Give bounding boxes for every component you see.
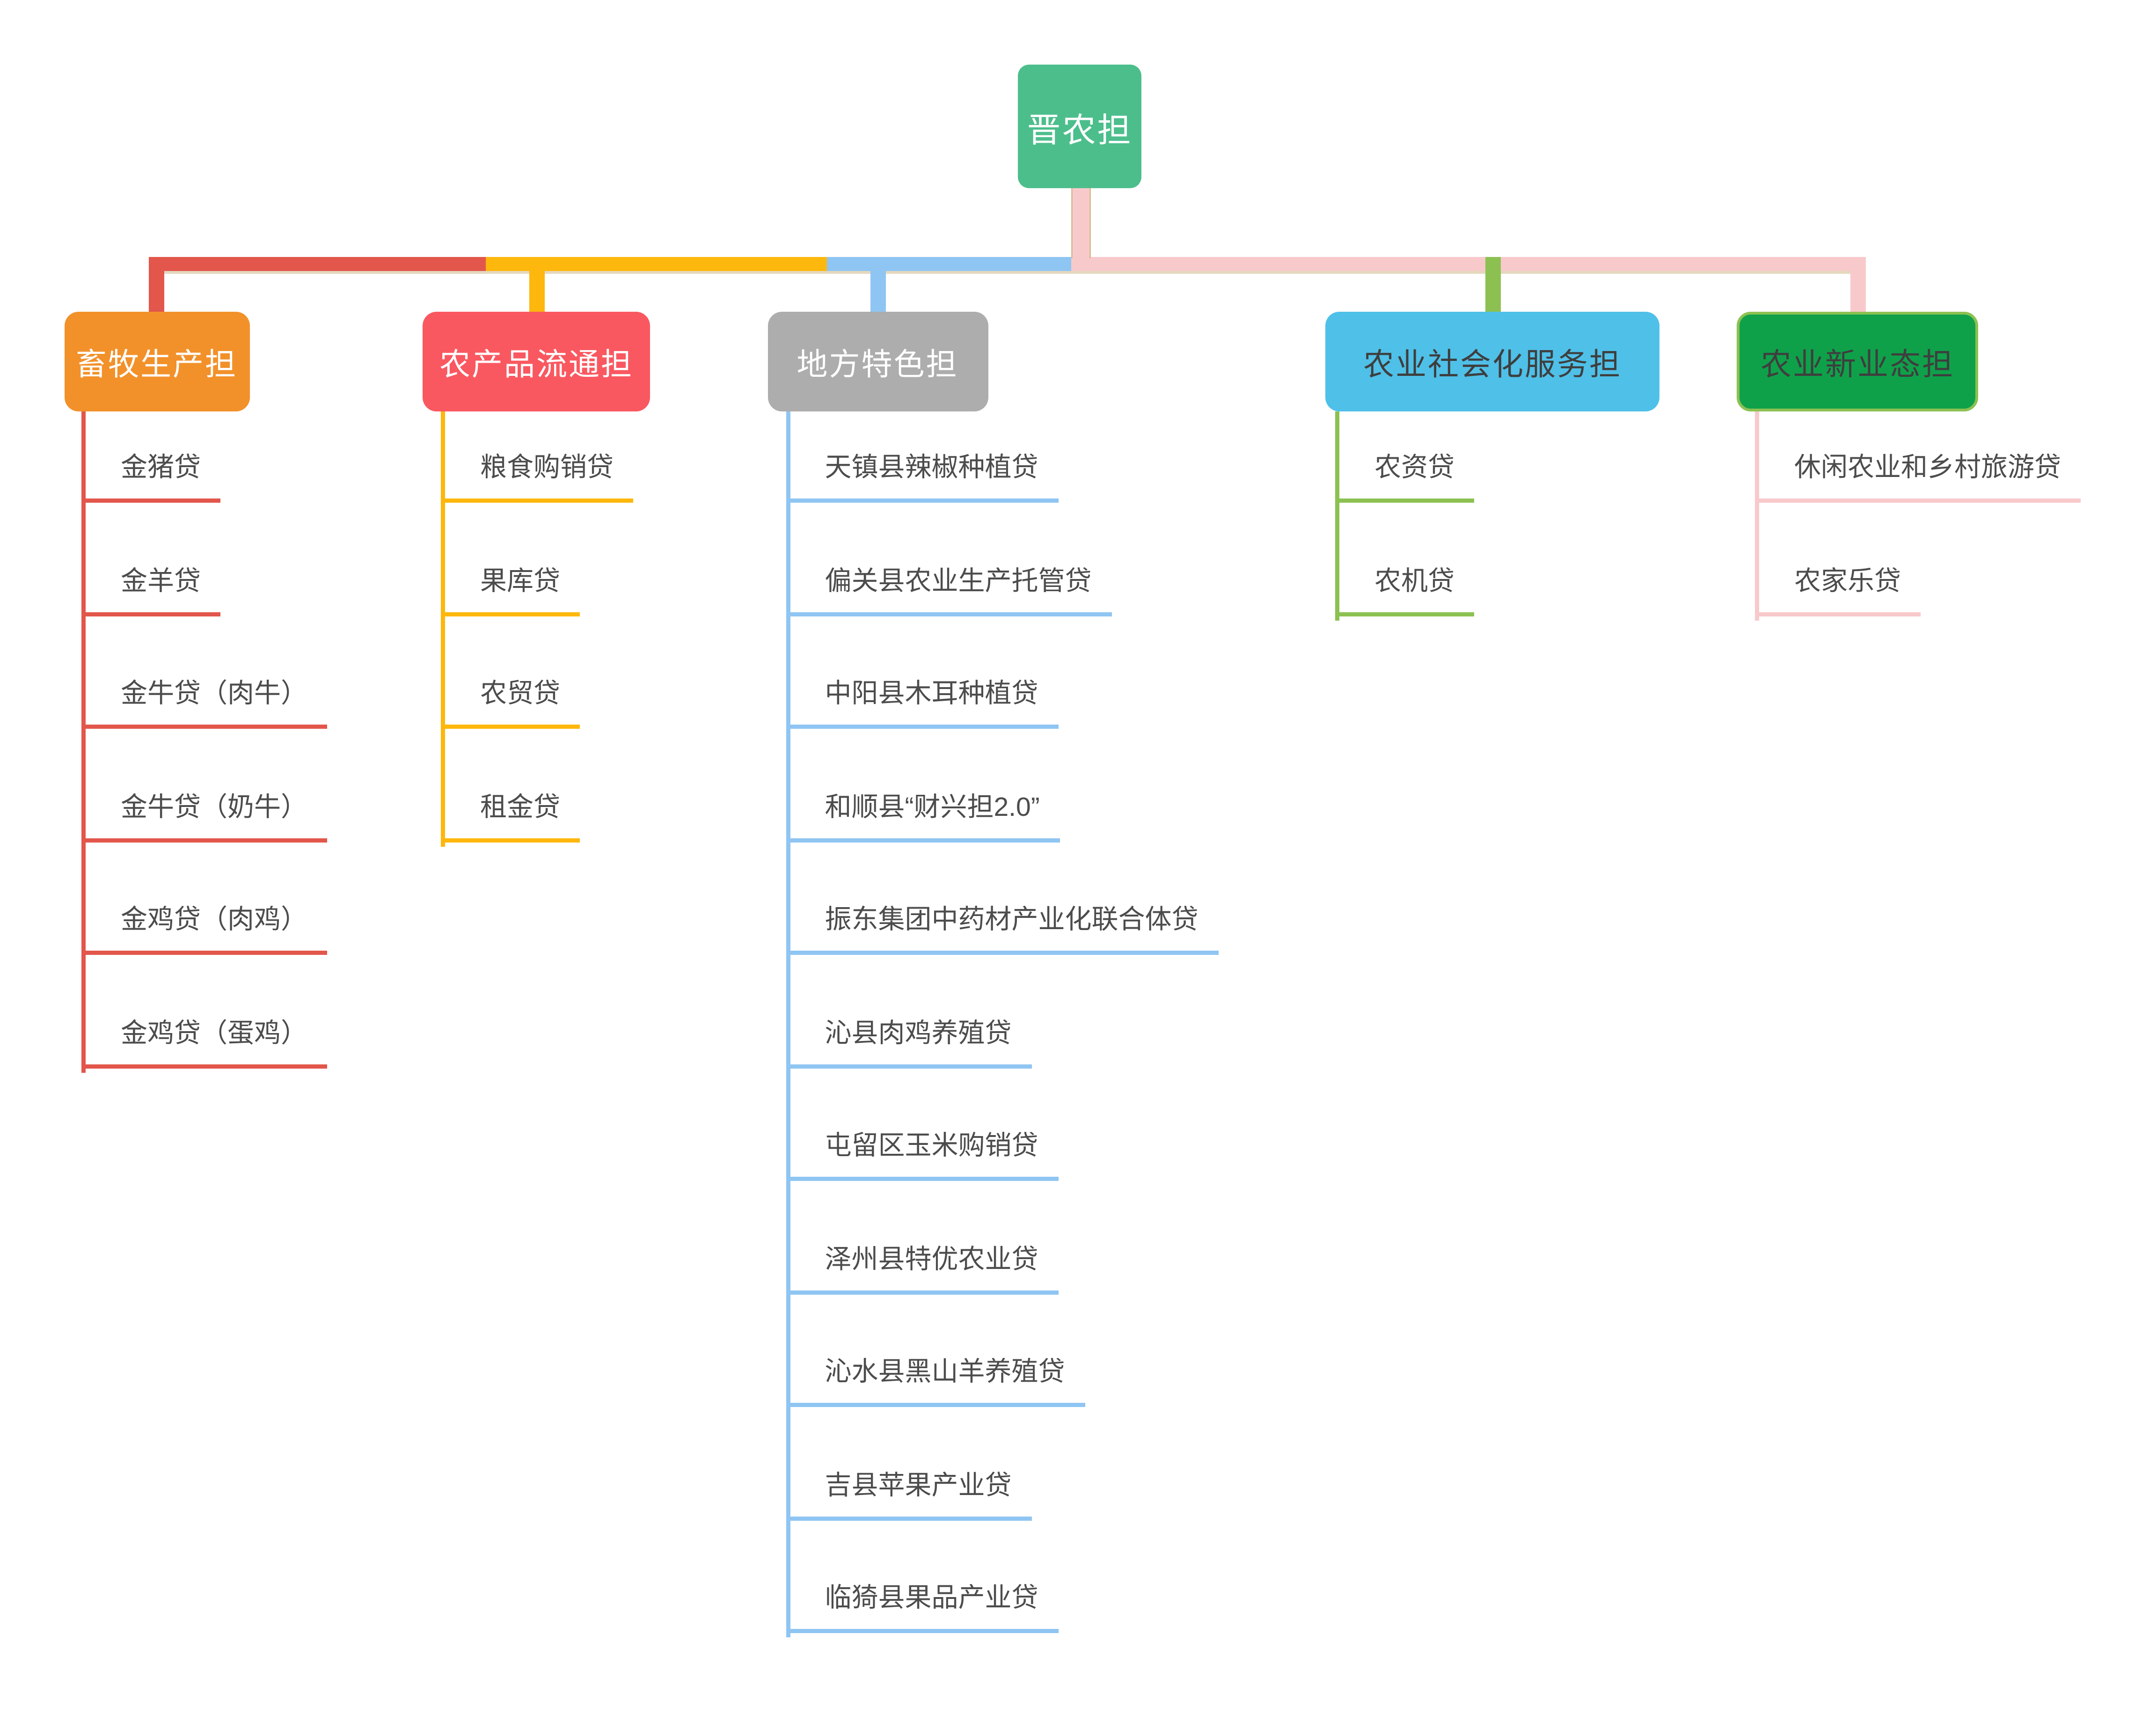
child-topic[interactable]: 金羊贷	[81, 564, 221, 616]
child-topic[interactable]: 临猗县果品产业贷	[785, 1581, 1058, 1633]
child-topic[interactable]: 农机贷	[1335, 564, 1475, 616]
child-topic[interactable]: 金猪贷	[81, 451, 221, 503]
child-topic[interactable]: 偏关县农业生产托管贷	[785, 564, 1111, 616]
connector-lane-segment	[827, 257, 1071, 271]
child-topic[interactable]: 农贸贷	[441, 677, 580, 729]
child-topic[interactable]: 沁水县黑山羊养殖贷	[785, 1355, 1085, 1407]
root-topic[interactable]: 晋农担	[1018, 65, 1141, 188]
child-topic[interactable]: 农资贷	[1335, 451, 1475, 503]
branch-drop-line-new-agri-business	[1849, 257, 1865, 312]
children-rail-livestock-production	[81, 411, 86, 1072]
branch-topic-livestock-production[interactable]: 畜牧生产担	[64, 312, 249, 411]
branch-topic-local-specialty[interactable]: 地方特色担	[767, 312, 988, 411]
child-topic[interactable]: 金牛贷（奶牛）	[81, 790, 328, 842]
child-topic[interactable]: 泽州县特优农业贷	[785, 1242, 1058, 1294]
child-topic[interactable]: 金鸡贷（蛋鸡）	[81, 1016, 328, 1068]
child-topic[interactable]: 振东集团中药材产业化联合体贷	[785, 903, 1218, 955]
child-topic[interactable]: 租金贷	[441, 790, 580, 842]
child-topic[interactable]: 粮食购销贷	[441, 451, 634, 503]
connector-lane-segment	[1071, 257, 1865, 271]
children-rail-new-agri-business	[1755, 411, 1759, 620]
child-topic[interactable]: 屯留区玉米购销贷	[785, 1129, 1058, 1181]
child-topic[interactable]: 果库贷	[441, 564, 580, 616]
child-topic[interactable]: 金牛贷（肉牛）	[81, 677, 328, 729]
branch-drop-line-produce-circulation	[528, 257, 544, 312]
child-topic[interactable]: 沁县肉鸡养殖贷	[785, 1016, 1031, 1068]
branch-drop-line-local-specialty	[870, 257, 885, 312]
child-topic[interactable]: 和顺县“财兴担2.0”	[785, 790, 1060, 842]
branch-topic-produce-circulation[interactable]: 农产品流通担	[423, 312, 650, 411]
children-rail-socialized-services	[1335, 411, 1339, 620]
connector-lane-segment	[148, 257, 486, 271]
branch-drop-line-socialized-services	[1484, 257, 1500, 312]
branch-topic-new-agri-business[interactable]: 农业新业态担	[1737, 312, 1978, 411]
child-topic[interactable]: 天镇县辣椒种植贷	[785, 451, 1058, 503]
child-topic[interactable]: 吉县苹果产业贷	[785, 1468, 1031, 1520]
branch-drop-line-livestock-production	[149, 257, 164, 312]
child-topic[interactable]: 金鸡贷（肉鸡）	[81, 903, 328, 955]
child-topic[interactable]: 休闲农业和乡村旅游贷	[1755, 451, 2081, 503]
root-drop-line	[1071, 188, 1091, 258]
branch-topic-socialized-services[interactable]: 农业社会化服务担	[1325, 312, 1659, 411]
child-topic[interactable]: 中阳县木耳种植贷	[785, 677, 1058, 729]
connector-lane-shadow	[148, 271, 1865, 274]
children-rail-local-specialty	[785, 411, 790, 1637]
children-rail-produce-circulation	[441, 411, 445, 846]
child-topic[interactable]: 农家乐贷	[1755, 564, 1921, 616]
